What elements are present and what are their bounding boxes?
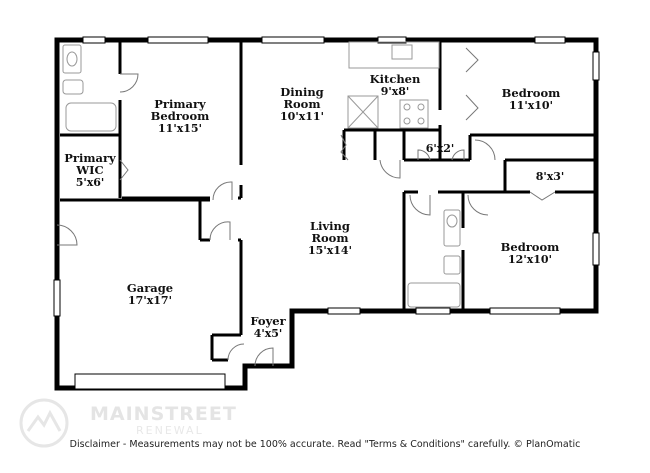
door-swings: [56, 47, 556, 367]
dining-room-label-2: Room: [283, 97, 320, 111]
windows: [53, 36, 600, 390]
hall-closet-dims: 6'x2': [426, 142, 455, 155]
closet-2-dims: 8'x3': [536, 170, 565, 183]
kitchen-dims: 9'x8': [381, 85, 410, 98]
watermark-main-text: MAINSTREET: [90, 403, 237, 425]
logo-emblem-icon: [19, 398, 69, 448]
bedroom-2-label: Bedroom: [501, 240, 560, 254]
living-room-label: Living: [310, 219, 350, 233]
room-labels: Primary Bedroom 11'x15' Primary WIC 5'x6…: [64, 72, 564, 340]
watermark-sub-text: RENEWAL: [136, 424, 204, 437]
garage-label: Garage: [127, 281, 173, 295]
garage-dims: 17'x17': [128, 294, 172, 307]
disclaimer-text: Disclaimer - Measurements may not be 100…: [69, 439, 581, 450]
dining-room-dims: 10'x11': [280, 110, 324, 123]
primary-bedroom-label-2: Bedroom: [151, 109, 210, 123]
foyer-dims: 4'x5': [254, 327, 283, 340]
primary-wic-dims: 5'x6': [76, 176, 105, 189]
living-room-label-2: Room: [311, 231, 348, 245]
bedroom-2-dims: 12'x10': [508, 253, 552, 266]
foyer-label: Foyer: [250, 314, 286, 328]
fixtures: [62, 41, 461, 308]
kitchen-label: Kitchen: [370, 72, 421, 86]
interior-walls: [60, 42, 596, 362]
primary-wic-label-2: WIC: [75, 163, 103, 177]
dining-room-label: Dining: [280, 85, 323, 99]
bedroom-1-label: Bedroom: [502, 86, 561, 100]
primary-bedroom-label: Primary: [154, 97, 206, 111]
bedroom-1-dims: 11'x10': [509, 99, 553, 112]
living-room-dims: 15'x14': [308, 244, 352, 257]
primary-wic-label: Primary: [64, 151, 116, 165]
primary-bedroom-dims: 11'x15': [158, 122, 202, 135]
watermark-logo: MAINSTREET RENEWAL: [18, 397, 258, 449]
